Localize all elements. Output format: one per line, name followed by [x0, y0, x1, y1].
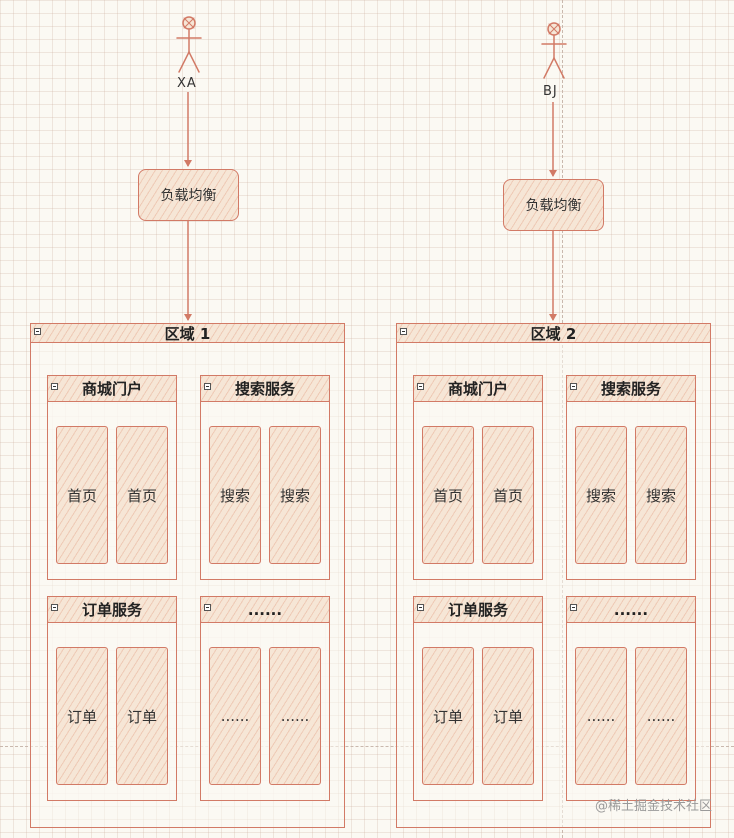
service-title: 订单服务: [81, 601, 142, 619]
service-header: ......: [201, 597, 329, 623]
service-header: 搜索服务: [201, 376, 329, 402]
service-title: 订单服务: [447, 601, 508, 619]
service-search[interactable]: 搜索服务 搜索 搜索: [200, 375, 330, 580]
collapse-icon[interactable]: [51, 383, 58, 390]
service-title: ......: [613, 600, 649, 619]
service-order[interactable]: 订单服务 订单 订单: [47, 596, 177, 801]
actor-label-xa: XA: [177, 76, 197, 91]
collapse-icon[interactable]: [204, 383, 211, 390]
region-title: 区域 2: [530, 324, 577, 343]
collapse-icon[interactable]: [417, 604, 424, 611]
node-search[interactable]: 搜索: [209, 426, 261, 564]
actor-label-bj: BJ: [543, 84, 558, 99]
node-more[interactable]: ......: [575, 647, 627, 785]
service-header: 商城门户: [48, 376, 176, 402]
stick-figure-icon: [541, 22, 567, 79]
watermark: @稀土掘金技术社区: [594, 799, 712, 814]
service-header: 订单服务: [48, 597, 176, 623]
node-more[interactable]: ......: [635, 647, 687, 785]
load-balancer-1[interactable]: 负载均衡: [138, 169, 239, 221]
node-order[interactable]: 订单: [482, 647, 534, 785]
node-order[interactable]: 订单: [422, 647, 474, 785]
canvas-guide-horizontal: [0, 746, 734, 747]
collapse-icon[interactable]: [417, 383, 424, 390]
node-search[interactable]: 搜索: [269, 426, 321, 564]
service-mall-portal[interactable]: 商城门户 首页 首页: [47, 375, 177, 580]
service-more[interactable]: ...... ...... ......: [566, 596, 696, 801]
collapse-icon[interactable]: [51, 604, 58, 611]
service-header: 订单服务: [414, 597, 542, 623]
collapse-icon[interactable]: [400, 328, 407, 335]
collapse-icon[interactable]: [204, 604, 211, 611]
region-1[interactable]: 区域 1 商城门户 首页 首页 搜索服务 搜索 搜索 订单服务 订单 订单 ..…: [30, 323, 345, 828]
service-title: 商城门户: [81, 380, 142, 398]
service-header: ......: [567, 597, 695, 623]
load-balancer-2[interactable]: 负载均衡: [503, 179, 604, 231]
service-title: 搜索服务: [600, 380, 661, 398]
service-search[interactable]: 搜索服务 搜索 搜索: [566, 375, 696, 580]
region-header: 区域 2: [397, 324, 710, 343]
service-title: 搜索服务: [234, 380, 295, 398]
node-more[interactable]: ......: [269, 647, 321, 785]
node-order[interactable]: 订单: [116, 647, 168, 785]
node-order[interactable]: 订单: [56, 647, 108, 785]
region-title: 区域 1: [164, 324, 211, 343]
node-search[interactable]: 搜索: [635, 426, 687, 564]
node-home[interactable]: 首页: [422, 426, 474, 564]
node-search[interactable]: 搜索: [575, 426, 627, 564]
node-home[interactable]: 首页: [56, 426, 108, 564]
service-header: 搜索服务: [567, 376, 695, 402]
service-more[interactable]: ...... ...... ......: [200, 596, 330, 801]
service-order[interactable]: 订单服务 订单 订单: [413, 596, 543, 801]
node-home[interactable]: 首页: [116, 426, 168, 564]
region-header: 区域 1: [31, 324, 344, 343]
collapse-icon[interactable]: [570, 383, 577, 390]
service-mall-portal[interactable]: 商城门户 首页 首页: [413, 375, 543, 580]
collapse-icon[interactable]: [34, 328, 41, 335]
service-header: 商城门户: [414, 376, 542, 402]
region-2[interactable]: 区域 2 商城门户 首页 首页 搜索服务 搜索 搜索 订单服务 订单 订单 ..…: [396, 323, 711, 828]
node-more[interactable]: ......: [209, 647, 261, 785]
service-title: ......: [247, 600, 283, 619]
service-title: 商城门户: [447, 380, 508, 398]
stick-figure-icon: [176, 16, 202, 73]
collapse-icon[interactable]: [570, 604, 577, 611]
node-home[interactable]: 首页: [482, 426, 534, 564]
